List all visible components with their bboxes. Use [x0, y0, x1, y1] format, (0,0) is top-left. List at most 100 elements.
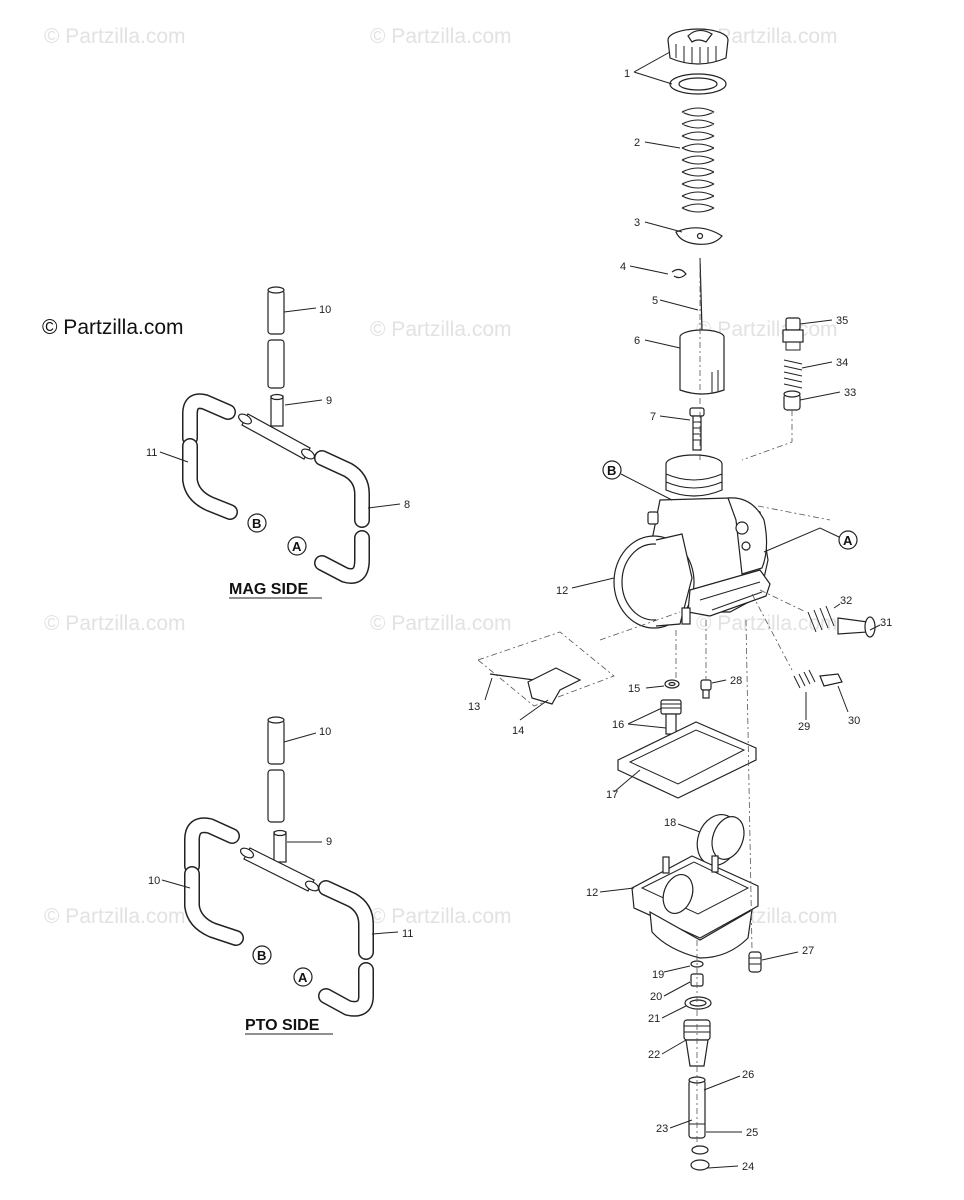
- callout-21: 21: [648, 1013, 660, 1025]
- t-fitting-end: [239, 847, 255, 859]
- watermark: © Partzilla.com: [696, 612, 838, 635]
- callout-22: 22: [648, 1049, 660, 1061]
- callout-4: 4: [620, 261, 626, 273]
- main-jet-holder: [660, 699, 682, 735]
- ring: [691, 1145, 709, 1155]
- callout-11: 11: [402, 928, 413, 940]
- pto-side-assembly: 10 9 10 11 B A PTO SIDE: [148, 716, 413, 1035]
- hose-segment: [267, 769, 285, 823]
- callout-23: 23: [656, 1123, 668, 1135]
- marker-b-label: B: [607, 463, 616, 478]
- cap-part: [667, 28, 729, 95]
- callout-10: 10: [148, 875, 160, 887]
- callout-11: 11: [146, 447, 157, 459]
- callout-9: 9: [326, 395, 332, 407]
- callout-8: 8: [404, 499, 410, 511]
- air-screw-stack: [782, 317, 804, 411]
- carburetor-body: [613, 454, 771, 629]
- pto-side-title: PTO SIDE: [245, 1017, 320, 1034]
- callout-5: 5: [652, 295, 658, 307]
- callout-3: 3: [634, 217, 640, 229]
- callout-20: 20: [650, 991, 662, 1003]
- callout-2: 2: [634, 137, 640, 149]
- copyright-notice: © Partzilla.com: [42, 316, 184, 339]
- float: [696, 814, 745, 866]
- watermark: © Partzilla.com: [370, 612, 512, 635]
- t-fitting: [273, 831, 287, 863]
- e-clip: [671, 268, 687, 279]
- callout-33: 33: [844, 387, 856, 399]
- pilot-jet: [700, 679, 712, 691]
- watermark: © Partzilla.com: [370, 318, 512, 341]
- watermark: © Partzilla.com: [696, 25, 838, 48]
- hose-segment: [267, 719, 285, 765]
- carburetor-assembly: B A: [468, 28, 892, 1173]
- mag-side-title: MAG SIDE: [229, 581, 308, 598]
- spring-part: [681, 107, 715, 213]
- float-bowl: [631, 855, 759, 959]
- callout-25: 25: [746, 1127, 758, 1139]
- callout-1: 1: [624, 68, 630, 80]
- mag-side-assembly: 10 9 11 8 B A MAG SIDE: [146, 286, 410, 599]
- callout-15: 15: [628, 683, 640, 695]
- needle-jet: [689, 407, 705, 451]
- marker-b: [247, 513, 267, 533]
- t-fitting-end: [238, 413, 252, 425]
- callout-24: 24: [742, 1161, 754, 1173]
- t-fitting-end: [273, 829, 287, 837]
- callout-27: 27: [802, 945, 814, 957]
- watermark-layer: © Partzilla.com © Partzilla.com © Partzi…: [44, 25, 838, 928]
- callout-31: 31: [880, 617, 892, 629]
- callout-19: 19: [652, 969, 664, 981]
- callout-35: 35: [836, 315, 848, 327]
- t-fitting: [270, 395, 284, 427]
- callout-28: 28: [730, 675, 742, 687]
- callout-34: 34: [836, 357, 848, 369]
- marker-b: [252, 945, 272, 965]
- marker-b-label: B: [252, 516, 261, 531]
- callout-30: 30: [848, 715, 860, 727]
- marker-a: [287, 536, 307, 556]
- hose-segment: [267, 289, 285, 335]
- marker-a-label: A: [298, 970, 308, 985]
- callout-16: 16: [612, 719, 624, 731]
- link-plate: [477, 631, 615, 707]
- hose-end: [267, 286, 285, 294]
- callout-18: 18: [664, 817, 676, 829]
- callout-32: 32: [840, 595, 852, 607]
- callout-12: 12: [586, 887, 598, 899]
- callout-7: 7: [650, 411, 656, 423]
- callout-12: 12: [556, 585, 568, 597]
- watermark: © Partzilla.com: [44, 612, 186, 635]
- hose-segment: [267, 339, 285, 389]
- hose-end: [267, 716, 285, 724]
- watermark: © Partzilla.com: [370, 905, 512, 928]
- marker-b-label: B: [257, 948, 266, 963]
- callout-14: 14: [512, 725, 524, 737]
- callout-26: 26: [742, 1069, 754, 1081]
- callout-9: 9: [326, 836, 332, 848]
- callout-13: 13: [468, 701, 480, 713]
- float-bowl-gasket: [617, 721, 757, 799]
- callout-6: 6: [634, 335, 640, 347]
- marker-a-label: A: [292, 539, 302, 554]
- callout-29: 29: [798, 721, 810, 733]
- throttle-slide: [679, 329, 725, 395]
- callout-17: 17: [606, 789, 618, 801]
- screw: [690, 1159, 710, 1171]
- idle-screw: [807, 605, 876, 638]
- t-fitting-end: [270, 393, 284, 401]
- watermark: © Partzilla.com: [44, 905, 186, 928]
- callout-10: 10: [319, 726, 331, 738]
- callout-10: 10: [319, 304, 331, 316]
- watermark: © Partzilla.com: [370, 25, 512, 48]
- drain-screw: [748, 951, 762, 973]
- marker-a: [838, 530, 858, 550]
- marker-a-label: A: [843, 533, 853, 548]
- marker-a: [293, 967, 313, 987]
- mixture-screw: [793, 669, 843, 689]
- jet-needle: [699, 257, 703, 331]
- marker-b: [602, 460, 622, 480]
- watermark: © Partzilla.com: [44, 25, 186, 48]
